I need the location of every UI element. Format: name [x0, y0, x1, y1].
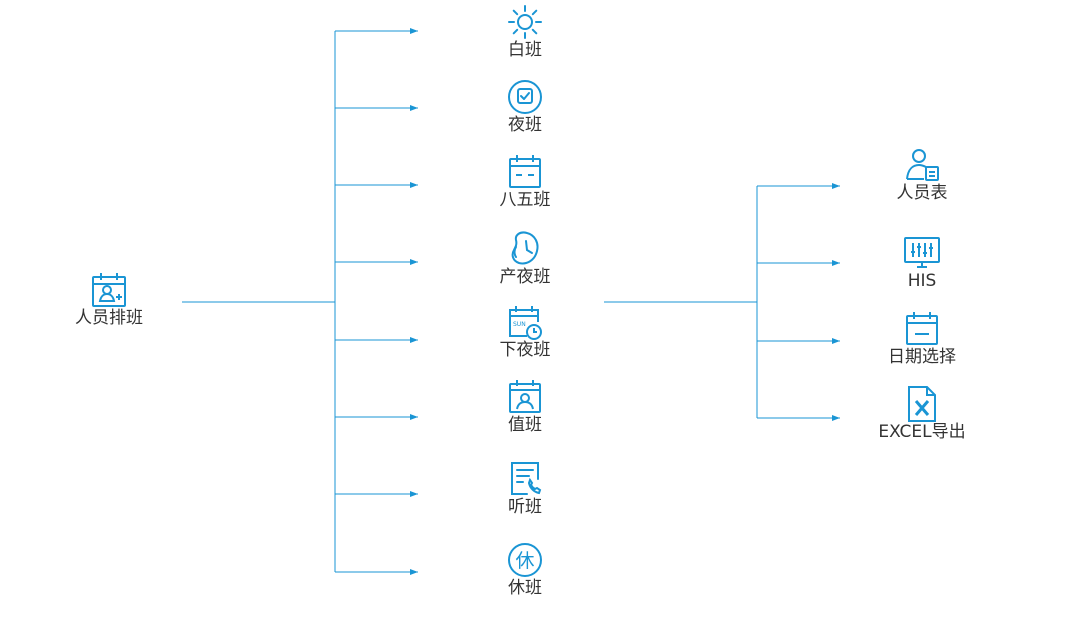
shift-standby: 听班	[465, 459, 585, 517]
feature-staff-table: 人员表	[862, 145, 982, 203]
shift-night-label: 夜班	[508, 115, 542, 135]
calendar-user-icon	[92, 273, 126, 307]
feature-date-select-label: 日期选择	[888, 347, 956, 367]
shift-after-night-label: 下夜班	[499, 340, 551, 360]
root-label: 人员排班	[75, 308, 143, 328]
shift-day: 白班	[465, 2, 585, 60]
sun-icon	[508, 5, 542, 39]
svg-text:SUN: SUN	[513, 321, 526, 328]
calendar-icon	[906, 312, 938, 345]
feature-excel-export: EXCEL导出	[862, 384, 982, 442]
feature-his-label: HIS	[907, 271, 937, 291]
shift-night: 夜班	[465, 77, 585, 135]
rest-circle-icon: 休	[508, 543, 542, 577]
shift-on-duty-label: 值班	[508, 415, 542, 435]
svg-text:休: 休	[515, 550, 534, 572]
moon-badge-icon	[508, 80, 542, 114]
shift-rest: 休 休班	[465, 540, 585, 598]
baby-icon	[511, 231, 539, 265]
shift-on-duty: 值班	[465, 377, 585, 435]
shift-eight-five: 八五班	[465, 152, 585, 210]
calendar-sun-clock-icon: SUN	[509, 306, 542, 340]
feature-excel-export-label: EXCEL导出	[878, 422, 966, 442]
shift-day-label: 白班	[508, 40, 542, 60]
shift-rest-label: 休班	[508, 578, 542, 598]
feature-date-select: 日期选择	[862, 309, 982, 367]
feature-his: HIS	[862, 233, 982, 291]
calendar-dash-icon	[509, 155, 541, 188]
shift-maternity-night-label: 产夜班	[499, 267, 551, 287]
shift-after-night: SUN 下夜班	[465, 302, 585, 360]
shift-maternity-night: 产夜班	[465, 229, 585, 287]
person-card-icon	[906, 149, 939, 181]
monitor-equalizer-icon	[904, 237, 940, 268]
calendar-person-icon	[509, 380, 541, 413]
excel-file-icon	[908, 386, 936, 422]
shift-eight-five-label: 八五班	[499, 190, 551, 210]
feature-staff-table-label: 人员表	[896, 183, 948, 203]
root-node: 人员排班	[49, 270, 169, 328]
shift-standby-label: 听班	[508, 497, 542, 517]
document-phone-icon	[511, 462, 542, 495]
